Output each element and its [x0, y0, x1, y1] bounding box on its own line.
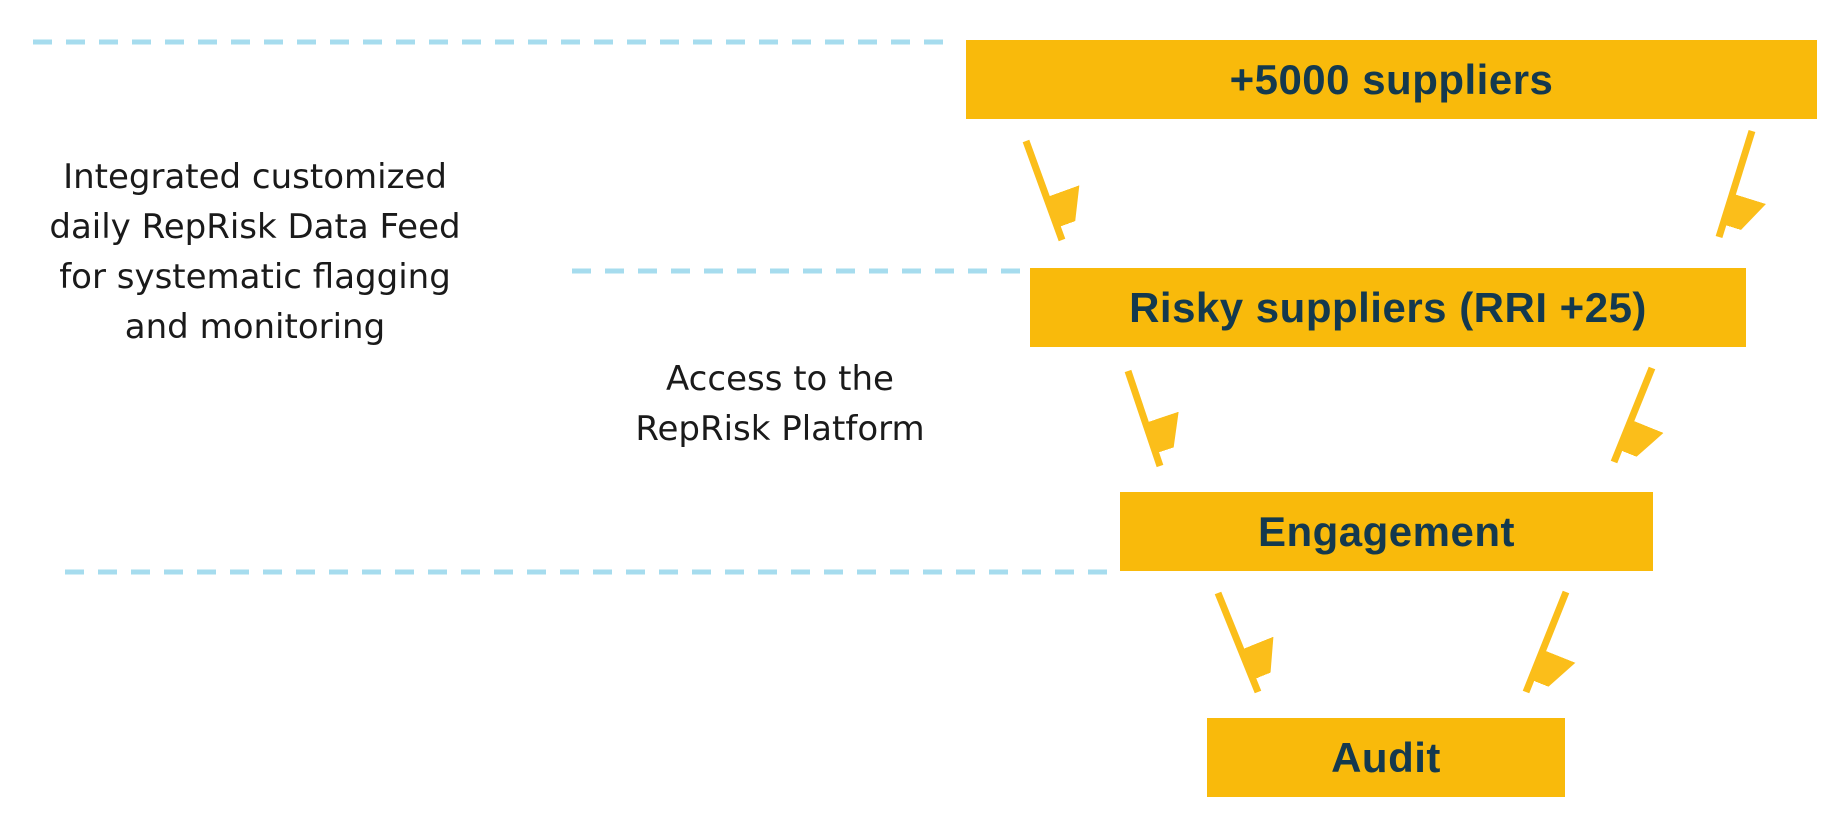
platform-access-annotation: Access to the RepRisk Platform	[580, 354, 980, 454]
data-feed-annotation-line: Integrated customized	[63, 157, 447, 197]
stage-suppliers-bar: +5000 suppliers	[966, 40, 1817, 119]
data-feed-annotation: Integrated customized daily RepRisk Data…	[35, 152, 475, 352]
stage-engagement-bar: Engagement	[1120, 492, 1653, 571]
stage-risky-suppliers-label: Risky suppliers (RRI +25)	[1129, 283, 1647, 331]
flow-arrow-stage1-right-icon	[1715, 129, 1752, 239]
stage-audit-bar: Audit	[1207, 718, 1565, 797]
platform-access-annotation-line: RepRisk Platform	[635, 409, 925, 449]
flow-arrow-stage3-left-icon	[1214, 591, 1258, 694]
data-feed-annotation-line: and monitoring	[124, 307, 386, 347]
flow-arrow-stage1-left-icon	[1022, 139, 1062, 242]
data-feed-annotation-line: daily RepRisk Data Feed	[49, 207, 461, 247]
platform-access-annotation-line: Access to the	[666, 359, 894, 399]
stage-audit-label: Audit	[1331, 733, 1441, 781]
flow-arrow-stage2-left-icon	[1124, 369, 1160, 468]
flow-arrow-stage2-right-icon	[1610, 366, 1652, 464]
stage-risky-suppliers-bar: Risky suppliers (RRI +25)	[1030, 268, 1746, 347]
stage-suppliers-label: +5000 suppliers	[1229, 55, 1554, 103]
stage-engagement-label: Engagement	[1257, 507, 1516, 555]
flow-arrow-stage3-right-icon	[1522, 590, 1566, 694]
data-feed-annotation-line: for systematic flagging	[59, 257, 451, 297]
